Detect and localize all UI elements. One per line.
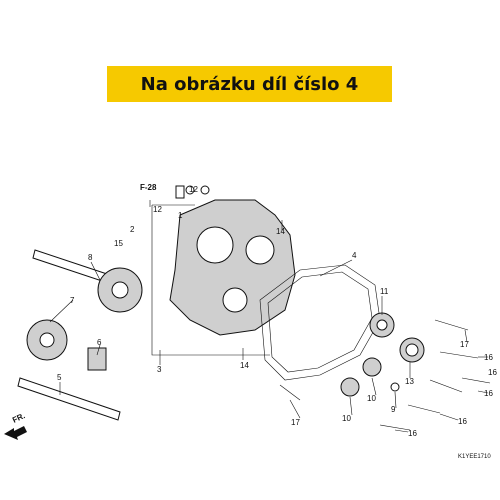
oil-seal-13-inner xyxy=(405,343,419,357)
callout-12: 12 xyxy=(153,205,162,214)
dowel-pin-1 xyxy=(175,185,185,199)
callout-6: 6 xyxy=(97,338,102,347)
callout-12: 12 xyxy=(189,185,198,194)
diagram-code: K1YEE1710 xyxy=(458,454,491,460)
callout-9: 9 xyxy=(391,405,396,414)
callout-11: 11 xyxy=(380,287,389,296)
bearing-11-inner xyxy=(376,319,388,331)
title-banner: Na obrázku díl číslo 4 xyxy=(107,66,392,102)
callout-3: 3 xyxy=(157,365,162,374)
final-gear-hub xyxy=(111,281,129,299)
gasket xyxy=(259,264,381,381)
callout-17: 17 xyxy=(291,418,300,427)
callout-7: 7 xyxy=(70,296,75,305)
callout-16: 16 xyxy=(408,429,417,438)
leader-lines xyxy=(49,200,489,433)
o-ring-12 xyxy=(185,185,195,195)
callout-16: 16 xyxy=(488,368,497,377)
transmission-case xyxy=(169,199,296,336)
callout-4: 4 xyxy=(352,251,357,260)
callout-2: 2 xyxy=(130,225,135,234)
callout-5: 5 xyxy=(57,373,62,382)
input-shaft xyxy=(32,249,111,284)
callout-15: 15 xyxy=(114,239,123,248)
callout-16: 16 xyxy=(458,417,467,426)
callout-10: 10 xyxy=(342,414,351,423)
output-shaft xyxy=(17,377,121,421)
washer-9 xyxy=(390,382,400,392)
callout-14: 14 xyxy=(240,361,249,370)
bearing-10 xyxy=(340,377,360,397)
callout-13: 13 xyxy=(405,377,414,386)
front-direction-label: FR. xyxy=(11,411,26,425)
callout-10: 10 xyxy=(367,394,376,403)
case-bearing-bore xyxy=(196,226,234,264)
callout-17: 17 xyxy=(460,340,469,349)
callout-8: 8 xyxy=(88,253,93,262)
callout-16: 16 xyxy=(484,389,493,398)
case-bearing-bore xyxy=(245,235,275,265)
o-ring-12 xyxy=(200,185,210,195)
pinion-gear xyxy=(87,347,107,371)
callout-f28: F-28 xyxy=(140,183,157,192)
callout-1: 1 xyxy=(178,211,183,220)
intermediate-gear-hub xyxy=(39,332,55,348)
callout-14: 14 xyxy=(276,227,285,236)
bearing-10 xyxy=(362,357,382,377)
title-text: Na obrázku díl číslo 4 xyxy=(140,73,359,95)
bolt-group xyxy=(279,319,491,431)
callout-16: 16 xyxy=(484,353,493,362)
assembly-frame xyxy=(151,205,270,356)
front-direction-arrow: FR. xyxy=(4,411,27,440)
case-bearing-bore xyxy=(222,287,248,313)
gasket-inner xyxy=(267,271,373,373)
